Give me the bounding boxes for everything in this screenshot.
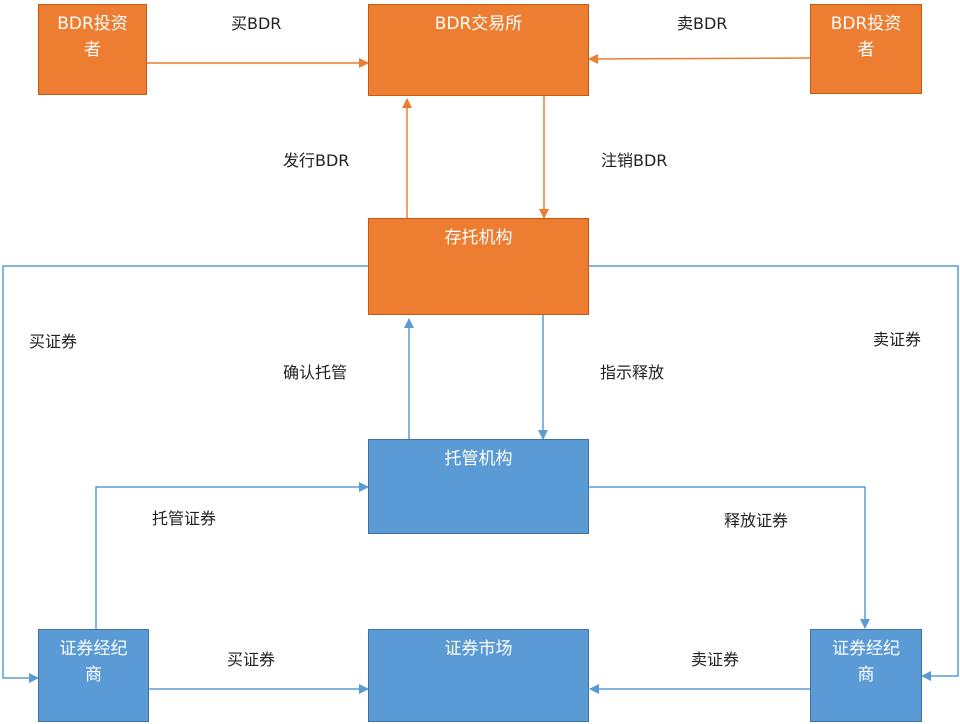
label-sell-bdr: 卖BDR	[677, 14, 728, 33]
label-release-securities: 释放证券	[724, 511, 789, 530]
node-bdr-investor-right: BDR投资者	[810, 4, 922, 94]
arrow-sell-bdr	[588, 53, 811, 64]
label-buy-bdr: 买BDR	[231, 14, 282, 33]
node-broker-left: 证券经纪商	[38, 629, 149, 722]
arrow-release-securities	[589, 486, 870, 629]
node-depository: 存托机构	[368, 218, 589, 315]
node-bdr-exchange: BDR交易所	[368, 4, 589, 96]
arrow-custody-securities	[95, 482, 369, 629]
node-bdr-investor-left: BDR投资者	[38, 4, 147, 95]
node-custodian: 托管机构	[368, 439, 589, 534]
node-broker-right: 证券经纪商	[810, 629, 922, 722]
arrow-buy-securities-left	[2, 265, 368, 683]
node-securities-market: 证券市场	[368, 629, 589, 722]
arrow-sell-securities-right	[589, 265, 959, 681]
label-issue-bdr: 发行BDR	[283, 151, 350, 170]
label-custody-securities: 托管证券	[152, 509, 217, 528]
label-buy-securities-bottom: 买证券	[227, 650, 276, 669]
label-instruct-release: 指示释放	[600, 363, 665, 382]
label-buy-securities-left: 买证券	[29, 332, 78, 351]
label-sell-securities-bottom: 卖证券	[691, 650, 740, 669]
label-confirm-custody: 确认托管	[283, 363, 348, 382]
label-sell-securities-right: 卖证券	[873, 330, 922, 349]
label-cancel-bdr: 注销BDR	[601, 151, 668, 170]
